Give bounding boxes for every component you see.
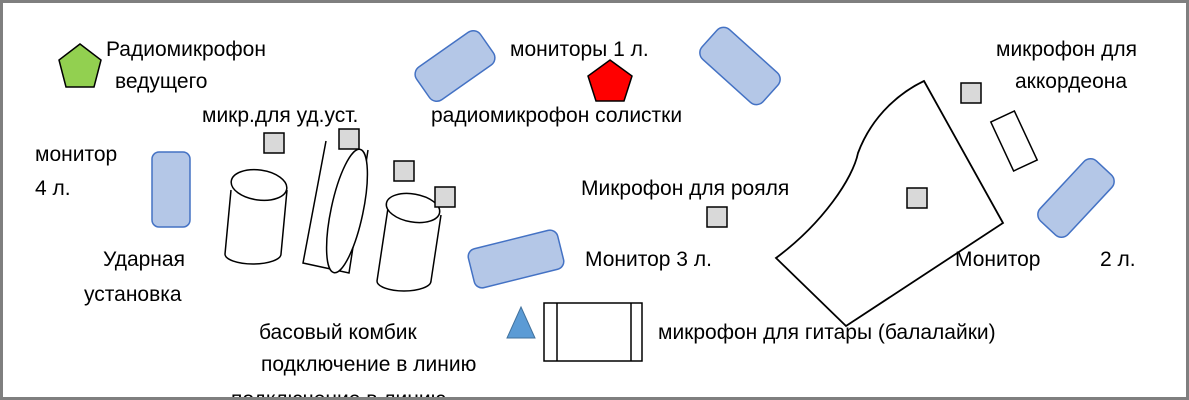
label-monitor-4-2: 4 л. [35, 177, 71, 200]
label-monitor-4: монитор [35, 143, 118, 166]
label-drum-mic: микр.для уд.уст. [202, 104, 359, 127]
monitor-1-right [699, 26, 781, 106]
drum-bass-drum [302, 140, 369, 274]
label-line-in-cut: подключение в линию [231, 388, 447, 400]
label-accordion-mic: микрофон для [996, 38, 1137, 61]
label-line-in: подключение в линию [261, 353, 477, 376]
accordion [989, 110, 1039, 172]
mic-square-icon [393, 160, 415, 182]
label-soloist-mic: радиомикрофон солистки [431, 104, 683, 127]
label-bass-amp: басовый комбик [259, 321, 417, 344]
label-guitar-mic: микрофон для гитары (балалайки) [658, 321, 996, 344]
stage-shapes [58, 26, 1115, 362]
label-piano-mic: Микрофон для рояля [581, 177, 790, 200]
mic-square-icon [706, 206, 728, 228]
mic-square-icon [906, 187, 928, 209]
label-host-mic-2: ведущего [115, 70, 208, 93]
mic-square-icon [434, 186, 456, 208]
mic-square-icon [263, 132, 285, 154]
drum-floor-tom [224, 168, 288, 265]
label-monitor-2: Монитор [955, 248, 1041, 271]
mic-square-icon [960, 82, 982, 104]
monitor-4 [151, 151, 191, 228]
soloist-mic-pentagon-icon [587, 59, 633, 102]
grand-piano [774, 79, 1005, 328]
host-mic-pentagon-icon [58, 43, 102, 88]
label-monitor-3: Монитор 3 л. [585, 248, 712, 271]
label-monitors-1: мониторы 1 л. [510, 38, 649, 61]
monitor-1-left [414, 30, 496, 102]
label-drums: Ударная [103, 248, 185, 271]
monitor-2 [1037, 158, 1115, 238]
label-accordion-mic-2: аккордеона [1015, 70, 1128, 93]
label-drums-2: установка [84, 283, 182, 306]
guitar-box [543, 302, 643, 362]
label-monitor-2-num: 2 л. [1100, 248, 1136, 271]
bass-amp-triangle-icon [506, 305, 536, 339]
mic-square-icon [338, 128, 360, 150]
monitor-3 [467, 229, 565, 289]
label-host-mic: Радиомикрофон [106, 38, 266, 61]
drum-tom [376, 192, 442, 292]
